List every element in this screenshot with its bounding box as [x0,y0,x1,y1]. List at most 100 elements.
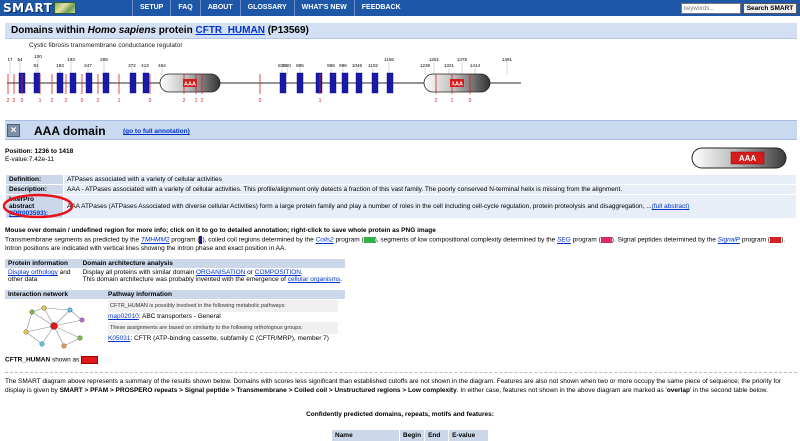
position-tick-label: 54 [17,57,23,62]
nav-item-feedback[interactable]: FEEDBACK [353,0,408,16]
description-value: AAA - ATPases associated with a variety … [63,184,797,195]
position-tick-label: 289 [100,57,108,62]
summary-text-2: . In either case, features not shown in … [456,386,667,394]
tm-swatch-icon [199,236,203,244]
legend-text-7: ). Signal peptides determined by the [611,236,718,244]
coil-swatch-icon [363,237,375,243]
tm-segment[interactable] [341,72,349,94]
definition-row: Definition: ATPases associated with a va… [5,174,797,185]
tm-segment[interactable] [386,72,394,94]
summary-text-3: ' in the second table below. [689,386,768,394]
nav-item-what-s-new[interactable]: WHAT'S NEW [293,0,354,16]
interaction-network-graph[interactable] [12,302,96,354]
legend-text-8: program ( [740,236,771,244]
position-tick-label: 464 [158,63,166,68]
interpro-value: AAA ATPases (ATPases Associated with div… [63,194,797,219]
composition-link[interactable]: COMPOSITION [254,269,301,276]
aaa-domain-glyph[interactable]: AAA [691,147,787,169]
tm-segment[interactable] [296,72,304,94]
interpro-link[interactable]: (IPR003593): [9,210,49,217]
display-orthology-link[interactable]: Display orthology [8,269,58,276]
intron-phase-label: 1 [118,98,121,104]
protein-info-header: Protein information [5,259,80,268]
shown-as-text: shown as [50,356,80,364]
position-tick-label: 1414 [470,63,481,68]
definition-value: ATPases associated with a variety of cel… [63,174,797,185]
organisation-link[interactable]: ORGANISATION [196,269,246,276]
position-tick-label: 996 [339,63,347,68]
legend-text-1: Transmembrane segments as predicted by t… [5,236,141,244]
k05031-link[interactable]: K05031 [108,335,131,342]
summary-paragraph: The SMART diagram above represents a sum… [5,378,795,395]
intron-phase-label: 1 [195,98,198,104]
tm-segment[interactable] [371,72,379,94]
position-tick-label: 1102 [368,63,378,68]
interpro-abstract: AAA ATPases (ATPases Associated with div… [67,203,652,210]
tm-segment[interactable] [33,72,41,94]
position-tick-label: 163 [56,63,64,68]
position-tick-label: 850 [283,63,291,68]
position-tick-label: 1378 [457,57,468,62]
intron-phase-label: 2 [201,98,204,104]
keywords-input[interactable] [681,3,741,14]
orthology-note: These assignments are based on similarit… [108,322,338,334]
position-tick-label: 100 [34,54,42,59]
header-name: Name [331,429,400,441]
seg-link[interactable]: SEG [557,236,571,244]
smart-logo[interactable]: SMART [3,1,77,15]
tm-segment[interactable] [355,72,363,94]
intron-phase-label: 2 [13,98,16,104]
full-annotation-link[interactable]: (go to full annotation) [123,128,190,135]
intron-phase-label: 1 [319,98,322,104]
tm-segment[interactable] [56,72,64,94]
intron-phase-label: 2 [7,98,10,104]
nav-item-about[interactable]: ABOUT [199,0,240,16]
protein-link[interactable]: CFTR_HUMAN [195,25,265,36]
logo-text: SMART [3,1,53,15]
nav-item-faq[interactable]: FAQ [170,0,199,16]
pathway-text: : ABC transporters - General [138,313,221,320]
aaa-domain-label-1: AAA [184,82,196,88]
header-evalue: E-value [448,429,490,441]
legend-text-3: ), coiled coil regions determined by the [202,236,316,244]
nav-item-setup[interactable]: SETUP [132,0,170,16]
nav-item-glossary[interactable]: GLOSSARY [239,0,294,16]
intron-phase-label: 0 [469,98,472,104]
position-tick-label: 1321 [444,63,455,68]
intron-phase-label: 2 [183,98,186,104]
ko-text: : CFTR (ATP-binding cassette, subfamily … [130,335,329,342]
tm-segment[interactable] [102,72,110,94]
tmhmm2-link[interactable]: TMHMM2 [140,236,170,244]
title-accession: (P13569) [264,25,309,36]
tm-segment[interactable] [279,72,287,94]
tm-segment[interactable] [129,72,137,94]
definition-key: Definition: [5,174,64,185]
full-abstract-link[interactable]: (full abstract) [651,203,690,210]
signalp-link[interactable]: SignalP [717,236,741,244]
tm-segment[interactable] [85,72,93,94]
tm-segment[interactable] [142,72,150,94]
position-tick-label: 247 [84,63,92,68]
position-tick-label: 1251 [429,57,440,62]
tm-segment[interactable] [69,72,77,94]
search-smart-button[interactable]: Search SMART [743,3,797,14]
coils2-link[interactable]: Coils2 [315,236,334,244]
position-tick-label: 17 [7,57,13,62]
page-title: Domains within Homo sapiens protein CFTR… [11,25,309,36]
map02010-link[interactable]: map02010 [108,313,139,320]
intron-phase-label: 0 [259,98,262,104]
cellular-organisms-link[interactable]: cellular organisms [287,276,341,283]
close-icon[interactable]: × [7,124,20,137]
intron-phase-label: 0 [149,98,152,104]
results-header-row: Name Begin End E-value [331,429,490,441]
interpro-key-label: InterPro abstract [9,196,35,210]
interpro-row: InterPro abstract (IPR003593): AAA ATPas… [5,194,797,219]
architecture-line1: Display all proteins with similar domain [82,269,196,276]
tm-segment[interactable] [329,72,337,94]
section-divider [5,372,797,373]
aaa-domain-label-2: AAA [451,82,463,88]
tm-segment[interactable] [315,72,323,94]
